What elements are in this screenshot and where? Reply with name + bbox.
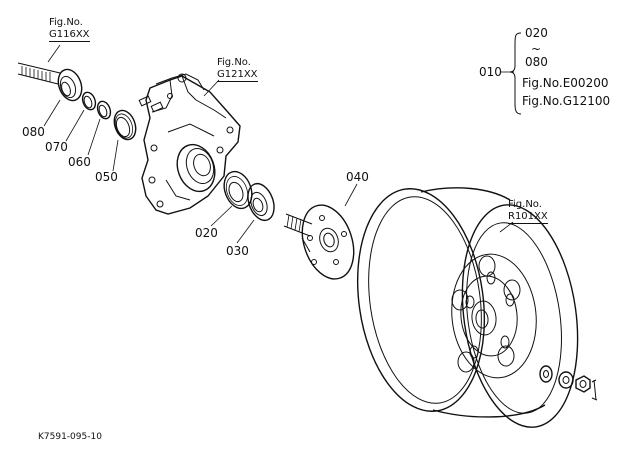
part-080-oil-seal [57,68,83,102]
part-070-snap-ring [81,91,97,111]
part-label-050: 050 [95,170,118,184]
part-label-020: 020 [195,226,218,240]
axle-shaft [17,62,61,85]
legend-range-end: 080 [525,55,548,69]
part-050-bearing [113,109,137,141]
part-label-070: 070 [45,140,68,154]
legend-ref-2: Fig.No.G12100 [522,94,611,108]
legend-parent-part: 010 [479,65,502,79]
part-030-oil-seal [247,182,275,222]
part-label-080: 080 [22,125,45,139]
document-id: K7591-095-10 [38,432,102,442]
legend-bracket [509,32,522,115]
legend-range-start: 020 [525,26,548,40]
part-label-030: 030 [226,244,249,258]
legend-ref-1: Fig.No.E00200 [522,76,609,90]
wheel-rim [356,187,579,428]
fig-ref-shaft-code: G116XX [49,29,90,42]
fig-ref-housing-code: G121XX [217,69,258,82]
fig-ref-wheel-code: R101XX [508,211,548,224]
fig-ref-housing-prefix: Fig.No. [217,57,251,68]
fig-ref-housing: Fig.No. G121XX [217,57,258,82]
final-drive-housing [138,73,241,215]
part-020-bearing [223,170,253,210]
fig-ref-wheel-prefix: Fig.No. [508,199,542,210]
part-060-ring [96,100,112,120]
legend-range-tilde: ~ [531,42,542,56]
fig-ref-shaft-prefix: Fig.No. [49,17,83,28]
part-label-060: 060 [68,155,91,169]
fig-ref-shaft: Fig.No. G116XX [49,17,90,42]
leader-lines [43,44,514,244]
lug-hardware [539,365,598,401]
fig-ref-wheel: Fig.No. R101XX [508,199,548,224]
part-label-040: 040 [346,170,369,184]
part-040-wheel-hub [283,204,355,280]
